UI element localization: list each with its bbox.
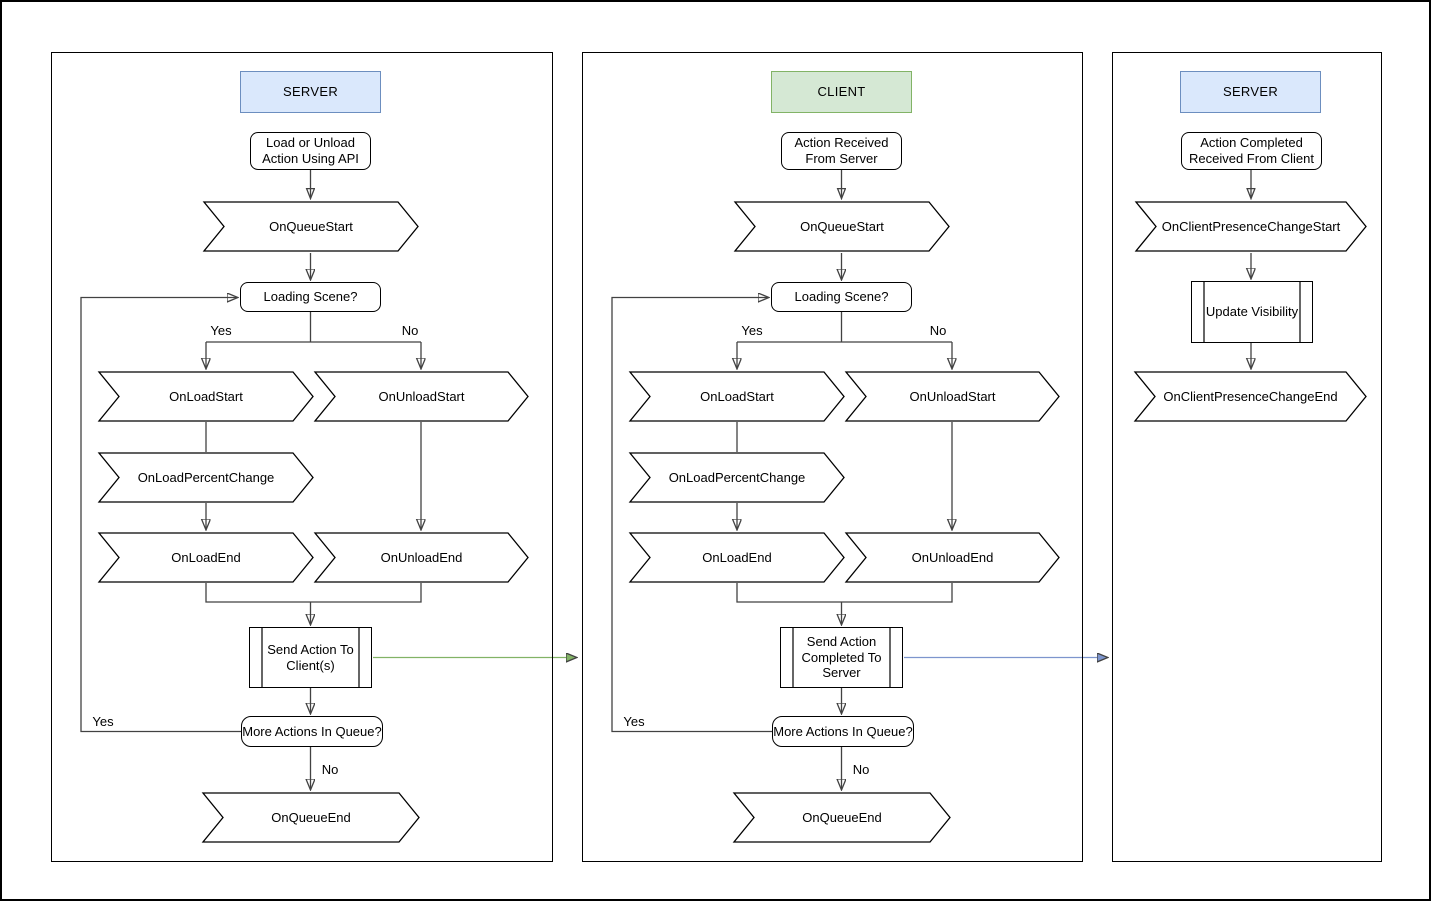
onclientpresencechangestart: OnClientPresenceChangeStart (1134, 201, 1367, 252)
server-start-node: Load or Unload Action Using API (250, 132, 371, 170)
client-onloadend: OnLoadEnd (628, 532, 845, 583)
server-onqueueend: OnQueueEnd (201, 792, 420, 843)
chevron-shape (732, 792, 951, 843)
client-loading-scene: Loading Scene? (771, 282, 912, 312)
client-onqueueend: OnQueueEnd (732, 792, 951, 843)
chevron-shape (1133, 371, 1367, 422)
client-header: CLIENT (771, 71, 912, 113)
server-send-action: Send Action To Client(s) (249, 627, 372, 688)
server-flow-connectors (80, 170, 421, 789)
chevron-shape (844, 371, 1060, 422)
client-onqueuestart: OnQueueStart (733, 201, 950, 252)
server-onqueuestart: OnQueueStart (202, 201, 419, 252)
chevron-shape (1134, 201, 1367, 252)
server-more-actions: More Actions In Queue? (241, 716, 383, 747)
server-onloadpercentchange: OnLoadPercentChange (97, 452, 314, 503)
onclientpresencechangeend: OnClientPresenceChangeEnd (1133, 371, 1367, 422)
client-start-node: Action Received From Server (781, 132, 902, 170)
chevron-shape (628, 532, 845, 583)
chevron-shape (201, 792, 420, 843)
chevron-shape (97, 371, 314, 422)
client-end-no-label: No (852, 762, 870, 777)
chevron-shape (313, 371, 529, 422)
chevron-shape (313, 532, 529, 583)
update-visibility: Update Visibility (1191, 281, 1313, 343)
client-header-label: CLIENT (817, 84, 866, 100)
chevron-shape (628, 452, 845, 503)
server-result-header: SERVER (1180, 71, 1321, 113)
server-result-start-node: Action Completed Received From Client (1181, 132, 1322, 170)
server-header-label: SERVER (282, 84, 339, 100)
server-result-panel (1112, 52, 1382, 862)
client-onunloadend: OnUnloadEnd (844, 532, 1060, 583)
client-yes-loop (611, 298, 772, 733)
client-onunloadstart: OnUnloadStart (844, 371, 1060, 422)
server-yes-loop (80, 298, 241, 733)
server-onloadend: OnLoadEnd (97, 532, 314, 583)
server-onloadstart: OnLoadStart (97, 371, 314, 422)
chevron-shape (202, 201, 419, 252)
client-yes-label: Yes (741, 323, 763, 338)
client-onloadpercentchange: OnLoadPercentChange (628, 452, 845, 503)
server-yes-label: Yes (210, 323, 232, 338)
server-onunloadend: OnUnloadEnd (313, 532, 529, 583)
chevron-shape (844, 532, 1060, 583)
client-panel (582, 52, 1083, 862)
client-flow-connectors (611, 170, 952, 789)
server-no-label: No (401, 323, 419, 338)
server-loop-yes-label: Yes (92, 714, 114, 729)
client-more-actions: More Actions In Queue? (772, 716, 914, 747)
server-result-header-label: SERVER (1222, 84, 1279, 100)
server-header: SERVER (240, 71, 381, 113)
chevron-shape (97, 452, 314, 503)
client-send-action: Send Action Completed To Server (780, 627, 903, 688)
chevron-shape (97, 532, 314, 583)
chevron-shape (628, 371, 845, 422)
chevron-shape (733, 201, 950, 252)
server-end-no-label: No (321, 762, 339, 777)
server-loading-scene: Loading Scene? (240, 282, 381, 312)
client-loop-yes-label: Yes (623, 714, 645, 729)
client-onloadstart: OnLoadStart (628, 371, 845, 422)
server-panel (51, 52, 553, 862)
client-no-label: No (929, 323, 947, 338)
server-onunloadstart: OnUnloadStart (313, 371, 529, 422)
